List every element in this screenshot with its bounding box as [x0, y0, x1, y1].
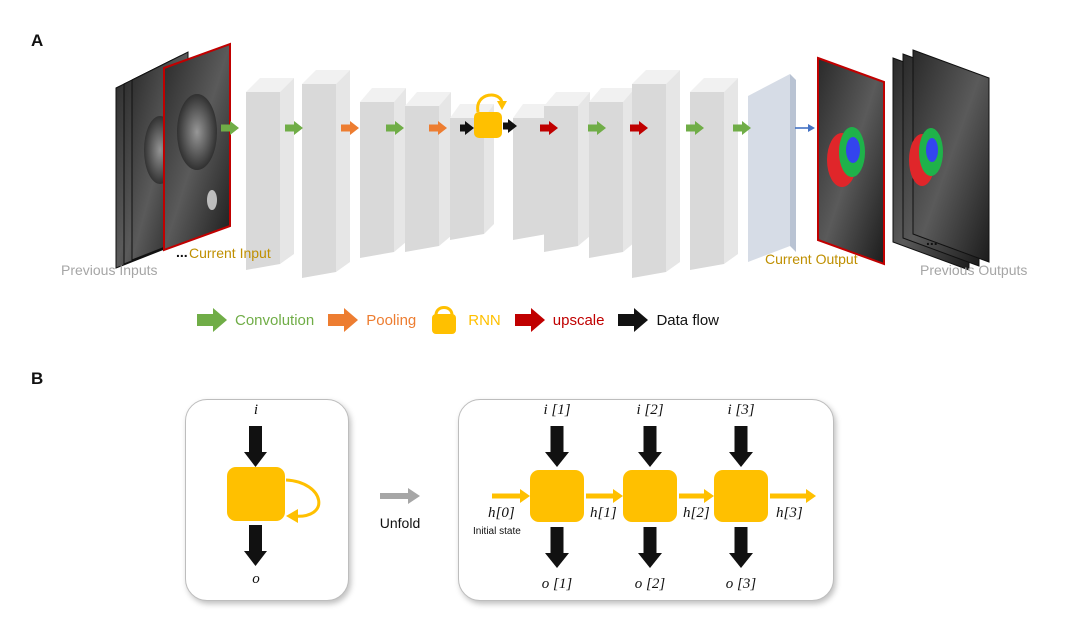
dataflow-arrow [503, 119, 517, 133]
unfold-step: i [2] o [2] h[2] [623, 402, 710, 592]
step-input-label: i [3] [727, 402, 754, 418]
legend: Convolution Pooling RNN upscale Data flow [197, 306, 733, 334]
upscale-arrow [540, 121, 558, 135]
legend-label: Convolution [235, 311, 315, 329]
legend-item-data-flow: Data flow [618, 306, 719, 334]
arrow-icon [328, 308, 359, 332]
caption-previous-inputs: Previous Inputs [61, 262, 158, 278]
convolution-arrow [386, 121, 404, 135]
initial-hidden-label: h[0] [488, 505, 515, 521]
hidden-state-arrow [770, 489, 816, 503]
arrow-icon [618, 308, 649, 332]
legend-item-rnn: RNN [430, 306, 501, 334]
folded-input-arrow [244, 426, 267, 467]
hidden-state-label: h[3] [776, 505, 803, 521]
step-input-label: i [1] [543, 402, 570, 418]
feature-map-layer [360, 88, 406, 258]
ellipsis-inputs: ... [176, 244, 188, 260]
folded-output-label: o [252, 571, 260, 587]
step-output-label: o [1] [542, 576, 573, 592]
step-output-arrow [638, 527, 662, 568]
legend-item-upscale: upscale [514, 306, 605, 334]
hidden-state-arrow [586, 489, 623, 503]
pooling-arrow [429, 121, 447, 135]
initial-state-label: Initial state [473, 526, 521, 537]
output-feature-layer [748, 74, 796, 262]
unfold-label: Unfold [380, 515, 420, 531]
step-input-arrow [729, 426, 753, 467]
caption-current-output: Current Output [765, 251, 858, 267]
folded-rnn: i o [227, 402, 321, 587]
legend-label: upscale [552, 311, 605, 329]
feature-map-layer [544, 92, 590, 252]
convolution-arrow [686, 121, 704, 135]
ellipsis-outputs: ... [926, 232, 938, 248]
panel-label-a: A [31, 31, 44, 50]
arrow-icon [197, 308, 227, 332]
rnn-icon [432, 306, 457, 334]
convolution-arrow [221, 121, 239, 135]
legend-label: Data flow [656, 311, 719, 329]
folded-output-arrow [244, 525, 267, 566]
previous-output-slices [892, 49, 990, 271]
folded-rnn-cell [227, 467, 285, 521]
rnn-block [474, 93, 507, 138]
step-output-label: o [2] [635, 576, 666, 592]
legend-label: Pooling [366, 311, 417, 329]
legend-item-pooling: Pooling [328, 306, 416, 334]
step-rnn-cell [623, 470, 677, 522]
step-output-arrow [729, 527, 753, 568]
hidden-state-label: h[2] [683, 505, 710, 521]
caption-current-input: Current Input [189, 245, 271, 261]
step-input-label: i [2] [636, 402, 663, 418]
current-input-slice [163, 42, 231, 252]
convolution-arrow [588, 121, 606, 135]
folded-recurrent-loop [285, 478, 321, 518]
unfolded-steps: i [1] o [1] h[1] i [2] o [2] h[2] i [3] o [3] h[… [492, 402, 816, 592]
step-input-arrow [638, 426, 662, 467]
network-diagram [115, 42, 990, 278]
unfold-arrow [380, 488, 420, 504]
initial-hidden-arrow [492, 489, 530, 503]
dataflow-arrow [460, 121, 474, 135]
current-output-slice [817, 56, 885, 266]
hidden-state-arrow [679, 489, 714, 503]
feature-map-layer [302, 70, 350, 278]
legend-item-convolution: Convolution [197, 306, 314, 334]
hidden-state-label: h[1] [590, 505, 617, 521]
legend-label: RNN [468, 311, 501, 329]
unfold-step: i [3] o [3] h[3] [714, 402, 803, 592]
output-arrow [795, 124, 815, 132]
flow-arrows [221, 119, 815, 135]
pooling-arrow [341, 121, 359, 135]
step-rnn-cell [714, 470, 768, 522]
step-input-arrow [545, 426, 569, 467]
caption-previous-outputs: Previous Outputs [920, 262, 1028, 278]
folded-loop-head [286, 509, 298, 523]
step-rnn-cell [530, 470, 584, 522]
convolution-arrow [285, 121, 303, 135]
panel-label-b: B [31, 369, 44, 388]
step-output-arrow [545, 527, 569, 568]
unfold-step: i [1] o [1] h[1] [530, 402, 617, 592]
arrow-icon [514, 308, 545, 332]
folded-input-label: i [254, 402, 258, 418]
convolution-arrow [733, 121, 751, 135]
upscale-arrow [630, 121, 648, 135]
step-output-label: o [3] [726, 576, 757, 592]
